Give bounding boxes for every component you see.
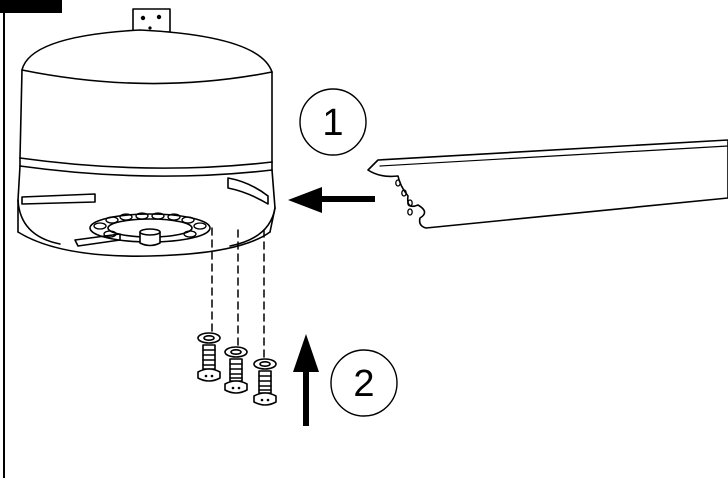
- screw-1: [197, 332, 221, 382]
- insert-blade-arrow: [288, 187, 375, 213]
- insert-screws-arrow: [293, 334, 319, 426]
- screw-3: [253, 358, 277, 406]
- fan-blade: [367, 139, 728, 229]
- step-1-callout: 1: [299, 88, 367, 156]
- screw-guide-lines: [211, 227, 265, 359]
- step-2-number: 2: [353, 363, 374, 405]
- page-left-border: [3, 13, 5, 478]
- step-2-callout: 2: [330, 349, 398, 417]
- mounting-stub: [132, 8, 171, 33]
- page-corner-marker: [0, 0, 62, 13]
- motor-housing: [17, 8, 276, 257]
- step-1-number: 1: [322, 102, 343, 144]
- screw-2: [224, 346, 248, 394]
